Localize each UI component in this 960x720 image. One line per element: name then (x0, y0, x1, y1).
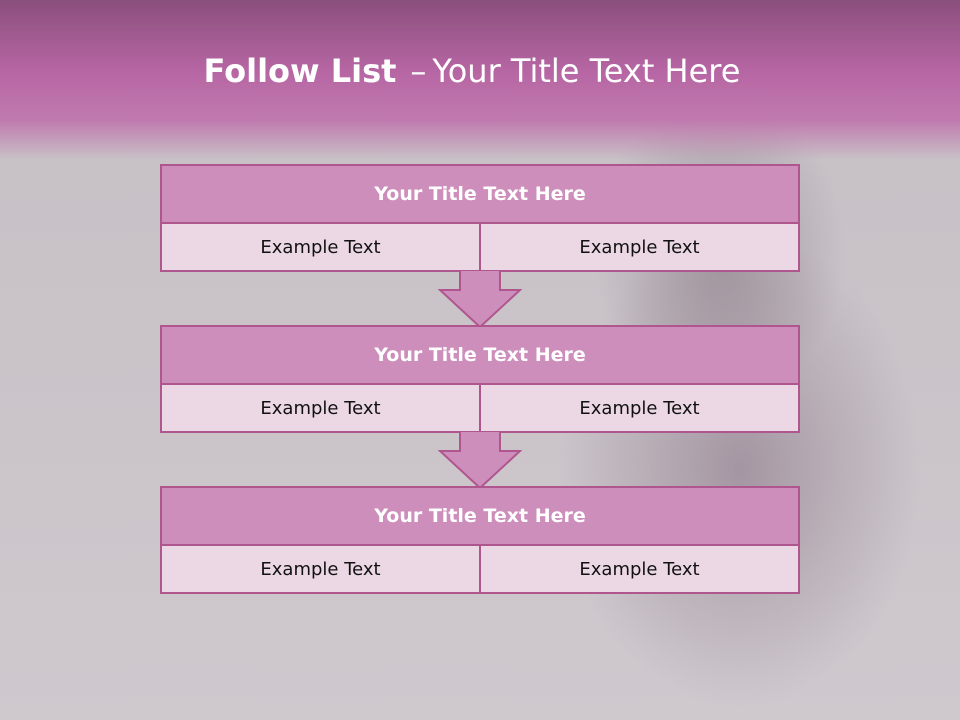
step-row-3: Example Text Example Text (162, 546, 798, 592)
step-1-left-text: Example Text (162, 224, 479, 270)
step-title-3: Your Title Text Here (162, 488, 798, 546)
down-arrow-icon (438, 431, 522, 489)
title-dash: – (410, 52, 427, 90)
step-2-left-text: Example Text (162, 385, 479, 431)
slide-title: Follow List–Your Title Text Here (0, 52, 944, 90)
step-row-2: Example Text Example Text (162, 385, 798, 431)
title-bold: Follow List (203, 52, 397, 90)
down-arrow-icon (438, 270, 522, 328)
step-title-1: Your Title Text Here (162, 166, 798, 224)
step-1-right-text: Example Text (479, 224, 798, 270)
step-row-1: Example Text Example Text (162, 224, 798, 270)
title-rest: Your Title Text Here (432, 52, 741, 90)
step-3-left-text: Example Text (162, 546, 479, 592)
step-3-right-text: Example Text (479, 546, 798, 592)
step-block-3: Your Title Text Here Example Text Exampl… (160, 486, 800, 594)
step-title-2: Your Title Text Here (162, 327, 798, 385)
header-band (0, 0, 960, 160)
step-block-1: Your Title Text Here Example Text Exampl… (160, 164, 800, 272)
step-block-2: Your Title Text Here Example Text Exampl… (160, 325, 800, 433)
step-2-right-text: Example Text (479, 385, 798, 431)
